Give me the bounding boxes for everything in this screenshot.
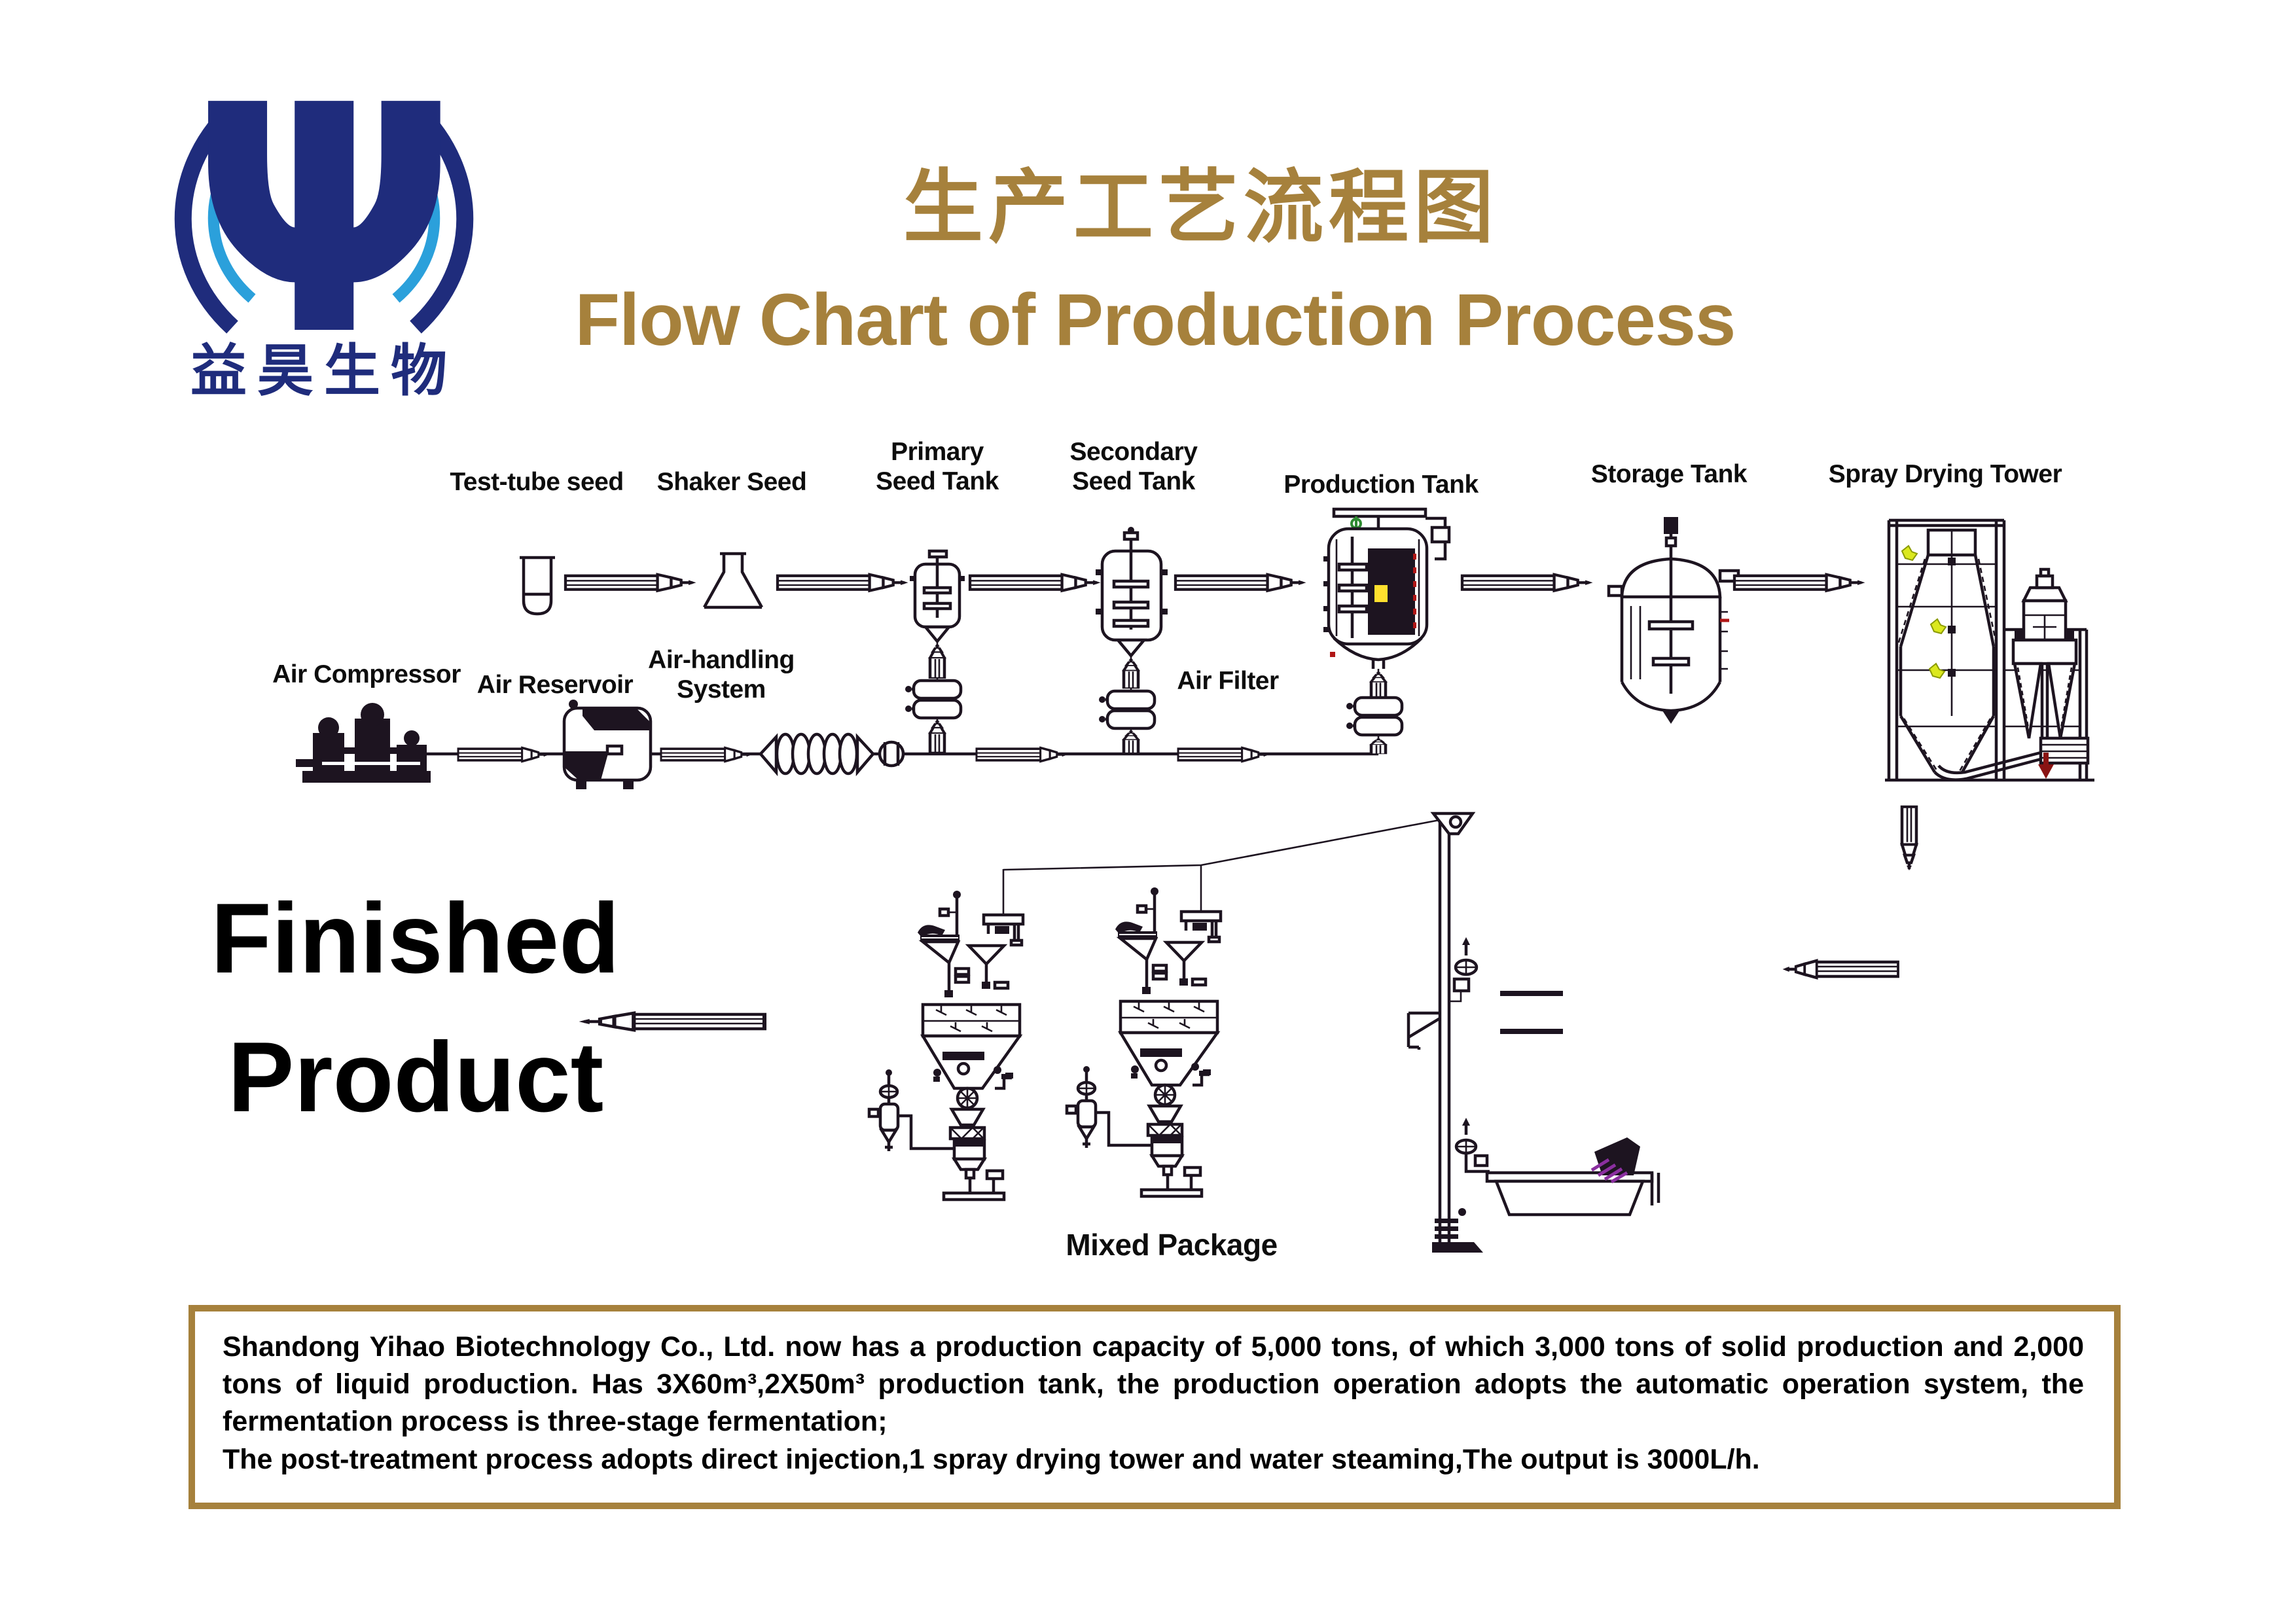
- flow-arrow: [565, 575, 696, 591]
- test-tube-icon: [520, 556, 555, 616]
- tower-to-package-arrow: [1783, 961, 1898, 978]
- label-storage-tank: Storage Tank: [1590, 460, 1748, 488]
- logo-company-name: 益昊生物: [190, 338, 457, 401]
- label-spray-drying-tower: Spray Drying Tower: [1828, 460, 2062, 488]
- label-air-handling-system: Air-handling System: [648, 646, 795, 704]
- label-shaker-seed: Shaker Seed: [656, 468, 807, 496]
- flow-arrow: [1462, 575, 1593, 591]
- down-arrow: [1902, 807, 1916, 870]
- label-finished: Finished: [211, 883, 620, 994]
- storage-tank-icon: [1607, 517, 1740, 724]
- company-logo: Ψ 益昊生物: [174, 45, 474, 401]
- air-reservoir-icon: [562, 700, 653, 789]
- flow-arrow: [970, 575, 1101, 591]
- label-air-reservoir: Air Reservoir: [476, 671, 634, 699]
- logo-arc-right-inner: [392, 134, 440, 303]
- production-tank-icon: [1323, 507, 1451, 669]
- label-air-filter: Air Filter: [1177, 667, 1279, 695]
- label-production-tank: Production Tank: [1283, 471, 1479, 499]
- flow-arrow: [1734, 575, 1865, 591]
- air-arrow: [457, 746, 550, 763]
- label-mixed-package: Mixed Package: [1066, 1228, 1278, 1262]
- finished-product-arrow: [579, 1013, 765, 1030]
- air-arrow: [660, 746, 753, 763]
- primary-seed-tank-icon: [910, 549, 965, 644]
- logo-arc-left-inner: [207, 134, 256, 303]
- flow-arrow: [778, 575, 908, 591]
- page-title-chinese: 生产工艺流程图: [903, 163, 1499, 252]
- label-air-compressor: Air Compressor: [272, 660, 461, 688]
- packing-unit-2: [1067, 866, 1221, 1196]
- air-filter-branch-primary: [905, 641, 961, 753]
- logo-arc-left-outer: [174, 103, 238, 334]
- air-arrow: [975, 746, 1069, 763]
- logo-psi-symbol: Ψ: [190, 45, 457, 401]
- description-box: Shandong Yihao Biotechnology Co., Ltd. n…: [188, 1305, 2121, 1509]
- flow-arrow: [1175, 575, 1306, 591]
- page-title-english: Flow Chart of Production Process: [575, 279, 1736, 361]
- air-filter-branch-production: [1346, 669, 1402, 754]
- label-primary-seed-tank: Primary Seed Tank: [876, 438, 999, 496]
- description-paragraph-1: Shandong Yihao Biotechnology Co., Ltd. n…: [223, 1331, 2084, 1438]
- spray-drying-tower-icon: [1885, 518, 2094, 782]
- hoist-pole: [1407, 812, 1660, 1253]
- air-arrow: [1177, 746, 1270, 763]
- secondary-seed-tank-icon: [1096, 527, 1168, 658]
- label-product: Product: [228, 1022, 604, 1133]
- air-handling-system-icon: [758, 732, 905, 777]
- shaker-flask-icon: [703, 552, 763, 609]
- air-compressor-icon: [296, 703, 431, 783]
- packing-unit-1: [869, 869, 1023, 1200]
- logo-arc-right-outer: [410, 103, 474, 334]
- hoist-cable: [1003, 817, 1447, 871]
- label-test-tube-seed: Test-tube seed: [450, 468, 624, 496]
- label-secondary-seed-tank: Secondary Seed Tank: [1069, 438, 1198, 496]
- air-filter-branch-secondary: [1099, 656, 1155, 753]
- description-paragraph-2: The post-treatment process adopts direct…: [223, 1443, 1760, 1475]
